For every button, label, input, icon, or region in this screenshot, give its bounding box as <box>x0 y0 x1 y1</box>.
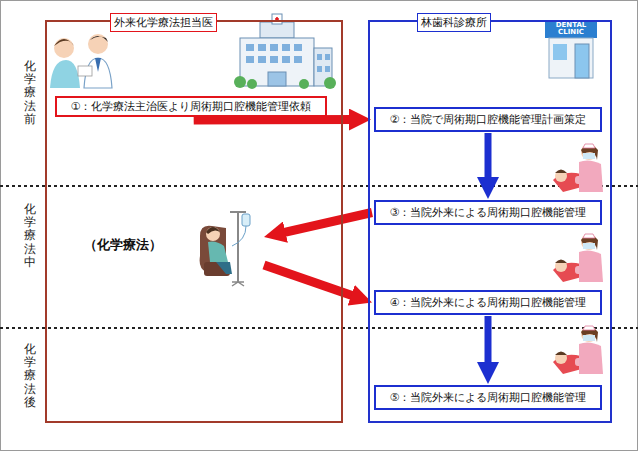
hospital-building-part-part <box>246 56 254 63</box>
flow-arrow <box>194 119 371 121</box>
clinic-building <box>545 20 597 78</box>
flow-arrow <box>264 265 372 303</box>
hospital-building-part <box>240 38 314 86</box>
step-text: ④：当院外来による周術期口腔機能管理 <box>390 296 587 309</box>
hospital-building-part-part <box>294 56 302 63</box>
hospital-building-part-part <box>282 56 290 63</box>
chemo-patient-part <box>242 214 250 226</box>
chemo-patient-part <box>208 242 228 263</box>
doctor-patient-figure <box>50 34 112 88</box>
phase-label: 化学療法前 <box>24 60 36 126</box>
hospital-building-part <box>234 76 246 88</box>
hospital-building-part-part <box>258 44 266 51</box>
arrow-head <box>488 382 489 384</box>
region-panel: 林歯科診療所②：当院で周術期口腔機能管理計画策定③：当院外来による周術期口腔機能… <box>368 20 612 423</box>
clinic-building-part <box>553 44 567 60</box>
clinic-building-part <box>549 38 593 78</box>
hospital-building-part-part <box>317 66 322 72</box>
region-heading: 林歯科診療所 <box>417 13 491 32</box>
clinic-building-part <box>545 20 597 38</box>
hospital-building-part <box>272 14 282 24</box>
chemo-patient-part <box>206 227 220 234</box>
phase-label: 化学療法中 <box>24 203 36 269</box>
doctor-patient-figure-part <box>88 36 108 42</box>
arrow-shaft <box>485 133 492 187</box>
doctor-patient-figure-part <box>88 34 108 54</box>
hospital-building-part <box>324 77 336 89</box>
hospital-building-part-part <box>294 44 302 51</box>
process-box: ②：当院で周術期口腔機能管理計画策定 <box>374 107 602 132</box>
doctor-patient-figure-part <box>78 66 92 76</box>
hospital-building <box>234 14 336 89</box>
region-panel: 外来化学療法担当医①：化学療法主治医より周術期口腔機能管理依頼（化学療法） <box>45 20 343 423</box>
chemo-node: （化学療法） <box>80 205 262 285</box>
step-text: ③：当院外来による周術期口腔機能管理 <box>390 206 587 219</box>
hospital-building-part-part <box>282 44 290 51</box>
chemo-patient-part <box>237 212 239 282</box>
hospital-building-part-part <box>270 44 278 51</box>
phase-label: 化学療法後 <box>24 343 36 409</box>
hospital-building-part-part <box>270 56 278 63</box>
chemo-patient-part <box>232 282 244 286</box>
process-box: ①：化学療法主治医より周術期口腔機能管理依頼 <box>55 96 327 117</box>
hospital-building-part-part <box>325 66 330 72</box>
hospital-building-part-part <box>317 54 322 60</box>
phase-divider <box>0 185 638 187</box>
flow-arrow <box>488 316 489 384</box>
hospital-building-part <box>247 79 257 89</box>
chemo-patient-part <box>216 262 232 274</box>
arrow-shaft <box>264 265 361 299</box>
doctor-patient-figure-part <box>95 58 101 72</box>
hospital-building-part <box>268 72 286 86</box>
step-text: ①：化学療法主治医より周術期口腔機能管理依頼 <box>71 100 312 113</box>
dentist-scene <box>553 144 603 192</box>
chemo-patient-part <box>230 211 246 213</box>
arrow-head <box>370 301 372 303</box>
process-box: ⑤：当院外来による周術期口腔機能管理 <box>374 385 602 410</box>
arrow-shaft <box>485 316 492 372</box>
arrow-head <box>264 236 266 237</box>
dentist-scene <box>553 326 603 374</box>
chemo-patient-part <box>206 227 220 241</box>
chemo-patient-part <box>232 226 246 246</box>
region-heading: 外来化学療法担当医 <box>110 13 217 32</box>
hospital-building-part <box>246 44 330 72</box>
clinic-sign: DENTAL CLINIC <box>547 22 595 37</box>
phase-text: （化学療法） <box>84 237 162 253</box>
step-text: ②：当院で周術期口腔機能管理計画策定 <box>390 113 587 126</box>
doctor-patient-figure-part <box>50 60 80 88</box>
arrow-head <box>488 197 489 199</box>
clinic-building-part <box>575 44 589 78</box>
arrow-shaft <box>276 213 372 235</box>
dentist-scene <box>553 234 603 282</box>
flow-arrow <box>488 133 489 199</box>
phase-divider <box>0 327 638 329</box>
hospital-building-part <box>299 79 309 89</box>
step-text: ⑤：当院外来による周術期口腔機能管理 <box>390 391 587 404</box>
doctor-patient-figure-part <box>54 38 74 58</box>
hospital-building-part-part <box>246 44 254 51</box>
hospital-building-part-part <box>325 54 330 60</box>
flow-arrow <box>264 213 372 238</box>
process-box: ④：当院外来による周術期口腔機能管理 <box>374 290 602 315</box>
process-box: ③：当院外来による周術期口腔機能管理 <box>374 200 602 225</box>
hospital-building-part-part <box>258 56 266 63</box>
doctor-patient-figure-part <box>54 39 74 46</box>
chemo-patient <box>200 212 250 286</box>
